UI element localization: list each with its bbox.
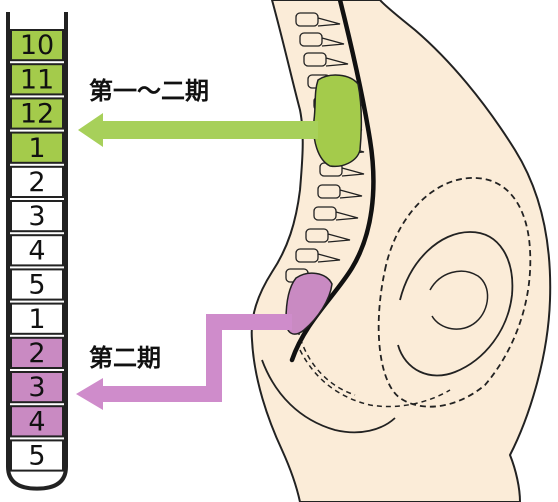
vertebra-body [314,207,336,220]
segment-label: 2 [28,167,45,198]
segment-label: 4 [28,235,45,266]
segment-label: 11 [20,64,54,95]
green-nerve-zone [314,75,362,166]
vertebra-body [296,13,318,26]
upper-stage-label: 第一～二期 [89,77,209,105]
segment-label: 2 [28,338,45,369]
segment-label: 1 [28,133,45,164]
segment-label: 3 [28,372,45,403]
segment-label: 4 [28,406,45,437]
segment-label: 5 [28,441,45,472]
segment-label: 3 [28,201,45,232]
vertebra-body [300,33,322,46]
segment-label: 1 [28,304,45,335]
vertebra-body [306,229,328,242]
upper-arrow [78,113,318,147]
lower-stage-label: 第二期 [89,344,161,372]
arrow-left-icon [78,113,318,147]
vertebra-body [296,249,318,262]
vertebra-body [318,185,340,198]
segment-label: 12 [20,99,54,130]
segment-label: 5 [28,270,45,301]
vertebra-body [304,53,326,66]
segment-label: 10 [20,30,54,61]
